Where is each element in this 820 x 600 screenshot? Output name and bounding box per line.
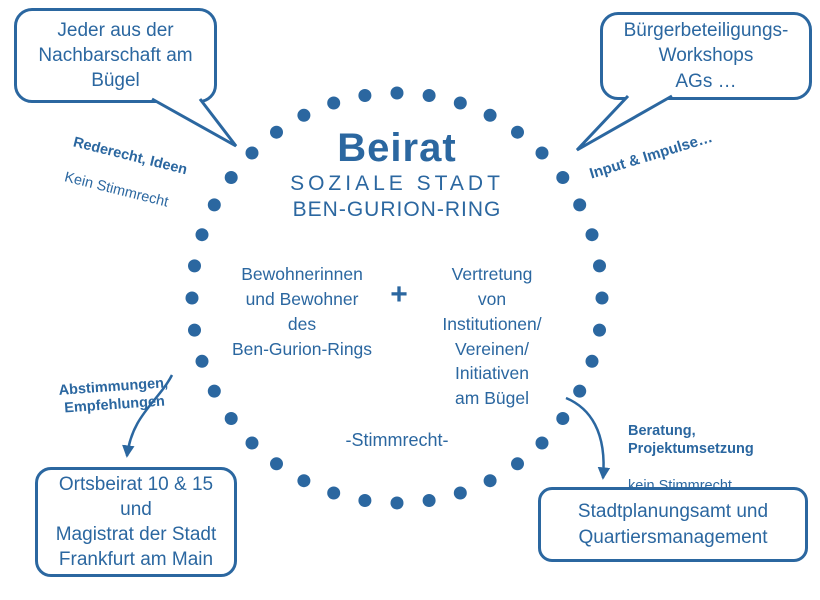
annotation-abstimmungen-bold: Abstimmungen, Empfehlungen xyxy=(58,375,169,417)
annotation-rederecht: Rederecht, Ideen Kein Stimmrecht xyxy=(58,116,193,232)
annotation-rederecht-bold: Rederecht, Ideen xyxy=(71,134,189,179)
annotation-beratung-regular: kein Stimmrecht xyxy=(628,477,732,494)
box-stadtplanungsamt: Stadtplanungsamt und Quartiersmanagement xyxy=(538,487,808,562)
box-ortsbeirat: Ortsbeirat 10 & 15 und Magistrat der Sta… xyxy=(35,467,237,577)
member-group-residents: Bewohnerinnen und Bewohner des Ben-Gurio… xyxy=(231,264,373,359)
diagram-subtitle-ben-gurion-ring: BEN-GURION-RING xyxy=(292,198,502,221)
bubble-neighbourhood: Jeder aus der Nachbarschaft am Bügel xyxy=(14,8,217,103)
stimmrecht-label: -Stimmrecht- xyxy=(345,430,449,450)
annotation-abstimmungen: Abstimmungen, Empfehlungen xyxy=(42,355,187,437)
annotation-rederecht-regular: Kein Stimmrecht xyxy=(62,169,170,211)
member-group-institutions: Vertretung von Institutionen/ Vereinen/ … xyxy=(442,264,542,409)
diagram-title: Beirat xyxy=(337,126,457,170)
bubble-workshops: Bürgerbeteiligungs- Workshops AGs … xyxy=(600,12,812,100)
diagram-subtitle-soziale-stadt: SOZIALE STADT xyxy=(290,172,504,195)
annotation-input-impulse-bold: Input & Impulse… xyxy=(587,128,715,183)
plus-sign: + xyxy=(390,278,408,311)
annotation-beratung: Beratung, Projektumsetzung kein Stimmrec… xyxy=(628,404,754,513)
annotation-beratung-bold: Beratung, Projektumsetzung xyxy=(628,423,754,458)
annotation-input-impulse: Input & Impulse… xyxy=(582,111,720,202)
